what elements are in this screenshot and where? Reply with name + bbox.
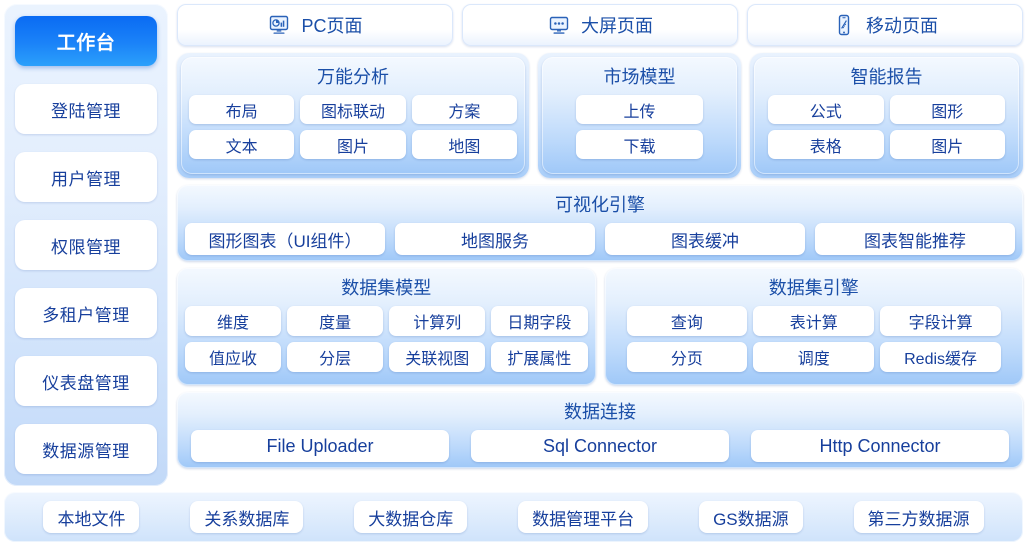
chip-measure[interactable]: 度量 [287, 306, 384, 336]
panel-dataset-engine: 数据集引擎 查询 表计算 字段计算 分页 调度 Redis缓存 [604, 268, 1023, 385]
chip-sql-connector[interactable]: Sql Connector [471, 430, 729, 462]
source-gs-datasource[interactable]: GS数据源 [699, 501, 803, 534]
sidebar-item-datasource-management[interactable]: 数据源管理 [15, 424, 157, 475]
source-third-party-datasource[interactable]: 第三方数据源 [853, 501, 984, 534]
chip-dimension[interactable]: 维度 [185, 306, 282, 336]
chip-graphic[interactable]: 图形 [889, 95, 1005, 124]
panel-title: 数据集引擎 [768, 278, 859, 298]
chip-redis-cache[interactable]: Redis缓存 [880, 342, 1001, 372]
chip-hierarchy[interactable]: 分层 [287, 342, 384, 372]
chip-list: 维度 度量 计算列 日期字段 值应收 分层 关联视图 扩展属性 [185, 306, 588, 372]
sidebar-item-label: 登陆管理 [51, 101, 121, 121]
source-big-data-warehouse[interactable]: 大数据仓库 [354, 501, 468, 534]
chip-picture[interactable]: 图片 [889, 130, 1005, 159]
chip-related-view[interactable]: 关联视图 [389, 342, 486, 372]
panel-title: 万能分析 [317, 67, 389, 87]
sidebar-item-dashboard-management[interactable]: 仪表盘管理 [15, 356, 157, 407]
top-area: 工作台 登陆管理 用户管理 权限管理 多租户管理 仪表盘管理 数据源管理 [4, 4, 1023, 487]
mobile-phone-icon [832, 13, 856, 37]
data-sources-bar: 本地文件 关系数据库 大数据仓库 数据管理平台 GS数据源 第三方数据源 [4, 492, 1023, 542]
chip-text[interactable]: 文本 [189, 130, 295, 159]
chip-value-receivable[interactable]: 值应收 [185, 342, 282, 372]
sidebar-item-label: 用户管理 [51, 169, 121, 189]
chip-list: 公式 图形 表格 图片 [762, 95, 1011, 159]
chip-list: 上传 下载 [550, 95, 729, 159]
chip-table-calculation[interactable]: 表计算 [753, 306, 875, 336]
chip-scheduling[interactable]: 调度 [753, 342, 875, 372]
panel-market-model: 市场模型 上传 下载 [542, 57, 737, 174]
panel-visualization-engine: 可视化引擎 图形图表（UI组件） 地图服务 图表缓冲 图表智能推荐 [177, 185, 1023, 261]
sidebar-item-multi-tenant-management[interactable]: 多租户管理 [15, 288, 157, 339]
chip-scheme[interactable]: 方案 [411, 95, 517, 124]
panel-smart-report: 智能报告 公式 图形 表格 图片 [754, 57, 1019, 174]
chip-list: 查询 表计算 字段计算 分页 调度 Redis缓存 [613, 306, 1016, 372]
feature-groups-row: 万能分析 布局 图标联动 方案 文本 图片 地图 市场模型 [177, 53, 1023, 178]
chip-map[interactable]: 地图 [411, 130, 517, 159]
tab-pc-page[interactable]: PC页面 [177, 4, 453, 46]
chip-image[interactable]: 图片 [300, 130, 406, 159]
chip-chart-recommendation[interactable]: 图表智能推荐 [815, 223, 1015, 255]
page-type-tabs: PC页面 大屏页面 [177, 4, 1023, 46]
group-wrapper-smart-report: 智能报告 公式 图形 表格 图片 [750, 53, 1023, 178]
panel-title: 数据集模型 [341, 278, 432, 298]
chip-query[interactable]: 查询 [626, 306, 748, 336]
chip-icon-linkage[interactable]: 图标联动 [300, 95, 406, 124]
chip-calculated-column[interactable]: 计算列 [389, 306, 486, 336]
tab-label: 移动页面 [866, 16, 938, 36]
dataset-row: 数据集模型 维度 度量 计算列 日期字段 值应收 分层 关联视图 扩展属性 数据… [177, 268, 1023, 385]
source-data-management-platform[interactable]: 数据管理平台 [518, 501, 649, 534]
panel-title: 智能报告 [850, 67, 923, 87]
panel-universal-analysis: 万能分析 布局 图标联动 方案 文本 图片 地图 [181, 57, 525, 174]
chip-formula[interactable]: 公式 [768, 95, 884, 124]
chip-file-uploader[interactable]: File Uploader [191, 430, 449, 462]
sidebar-item-label: 权限管理 [51, 237, 121, 257]
chip-list: 布局 图标联动 方案 文本 图片 地图 [189, 95, 517, 159]
chip-upload[interactable]: 上传 [576, 95, 703, 124]
tab-label: 大屏页面 [581, 16, 653, 36]
group-wrapper-universal-analysis: 万能分析 布局 图标联动 方案 文本 图片 地图 [177, 53, 529, 178]
panel-title: 数据连接 [564, 402, 636, 422]
group-wrapper-market-model: 市场模型 上传 下载 [538, 53, 741, 178]
chip-field-calculation[interactable]: 字段计算 [880, 306, 1001, 336]
chip-map-service[interactable]: 地图服务 [395, 223, 595, 255]
main-column: PC页面 大屏页面 [177, 4, 1023, 486]
chip-pagination[interactable]: 分页 [626, 342, 748, 372]
panel-data-connection: 数据连接 File Uploader Sql Connector Http Co… [177, 392, 1023, 468]
big-screen-icon [547, 13, 571, 37]
sidebar-item-login-management[interactable]: 登陆管理 [15, 84, 157, 135]
panel-title: 可视化引擎 [555, 195, 645, 215]
chip-list: File Uploader Sql Connector Http Connect… [185, 430, 1015, 462]
source-local-file[interactable]: 本地文件 [43, 501, 140, 534]
sidebar-item-label: 工作台 [56, 32, 116, 54]
chip-list: 图形图表（UI组件） 地图服务 图表缓冲 图表智能推荐 [185, 223, 1015, 255]
chip-extended-attribute[interactable]: 扩展属性 [491, 342, 588, 372]
sidebar-item-workbench[interactable]: 工作台 [15, 16, 157, 66]
sidebar-item-permission-management[interactable]: 权限管理 [15, 220, 157, 271]
chip-ui-charts[interactable]: 图形图表（UI组件） [185, 223, 385, 255]
sidebar-item-user-management[interactable]: 用户管理 [15, 152, 157, 203]
source-relational-database[interactable]: 关系数据库 [190, 501, 304, 534]
chip-date-field[interactable]: 日期字段 [491, 306, 588, 336]
sidebar-item-label: 数据源管理 [42, 441, 130, 461]
tab-label: PC页面 [301, 16, 363, 36]
chip-http-connector[interactable]: Http Connector [751, 430, 1009, 462]
chip-download[interactable]: 下载 [576, 130, 703, 159]
chip-chart-buffer[interactable]: 图表缓冲 [605, 223, 805, 255]
chip-table[interactable]: 表格 [768, 130, 884, 159]
tab-mobile-page[interactable]: 移动页面 [747, 4, 1023, 46]
tab-big-screen-page[interactable]: 大屏页面 [462, 4, 738, 46]
chip-layout[interactable]: 布局 [189, 95, 295, 124]
panel-dataset-model: 数据集模型 维度 度量 计算列 日期字段 值应收 分层 关联视图 扩展属性 [177, 268, 596, 385]
panel-title: 市场模型 [603, 67, 676, 87]
monitor-chart-icon [267, 13, 291, 37]
sidebar-item-label: 仪表盘管理 [42, 373, 130, 393]
sidebar-item-label: 多租户管理 [42, 305, 130, 325]
sidebar: 工作台 登陆管理 用户管理 权限管理 多租户管理 仪表盘管理 数据源管理 [4, 4, 168, 487]
